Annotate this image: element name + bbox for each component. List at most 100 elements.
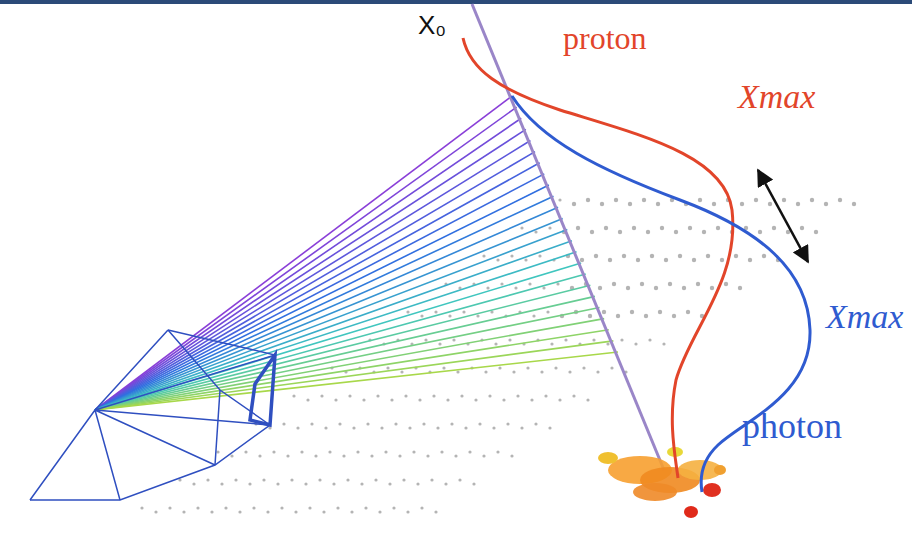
ground-dot bbox=[328, 450, 331, 453]
ground-dot bbox=[252, 506, 255, 509]
light-ray bbox=[95, 107, 517, 410]
ground-dot bbox=[610, 366, 613, 369]
ground-dot bbox=[498, 366, 501, 369]
ground-dot bbox=[720, 258, 724, 262]
ground-dot bbox=[782, 198, 786, 202]
light-ray bbox=[95, 218, 563, 410]
ground-dot bbox=[276, 482, 279, 485]
ground-dot bbox=[634, 342, 637, 345]
light-fan bbox=[95, 96, 618, 410]
ground-dot bbox=[554, 366, 557, 369]
ground-dot bbox=[416, 482, 419, 485]
ground-dot bbox=[426, 454, 429, 457]
ground-dot bbox=[524, 258, 527, 261]
ground-dot bbox=[350, 510, 353, 513]
ground-dot bbox=[686, 310, 690, 314]
ground-dot bbox=[342, 454, 345, 457]
ground-dot bbox=[430, 478, 433, 481]
ground-dot bbox=[286, 454, 289, 457]
ground-dot bbox=[612, 282, 616, 286]
ground-dot bbox=[458, 478, 461, 481]
xmax-difference-arrow bbox=[758, 170, 808, 262]
ground-dot bbox=[696, 282, 700, 286]
ground-dot bbox=[506, 422, 509, 425]
ground-dot bbox=[338, 422, 341, 425]
ground-dot bbox=[444, 482, 447, 485]
ground-dot bbox=[262, 478, 265, 481]
ground-dot bbox=[572, 202, 576, 206]
ground-dot bbox=[600, 202, 604, 206]
ground-dot bbox=[304, 482, 307, 485]
ground-dot bbox=[800, 226, 804, 230]
ground-dot bbox=[482, 454, 485, 457]
ground-dot bbox=[324, 426, 327, 429]
ground-dot bbox=[364, 506, 367, 509]
ground-dot bbox=[534, 422, 537, 425]
ground-dot bbox=[664, 258, 668, 262]
ground-dot bbox=[386, 366, 389, 369]
ground-dot bbox=[318, 478, 321, 481]
particle-label: proton bbox=[563, 22, 647, 54]
ground-dot bbox=[596, 370, 599, 373]
ground-dot bbox=[322, 510, 325, 513]
light-ray bbox=[95, 241, 572, 410]
ground-dot bbox=[474, 398, 477, 401]
ground-dot bbox=[334, 398, 337, 401]
ground-dot bbox=[636, 258, 640, 262]
ground-dot bbox=[352, 426, 355, 429]
ground-dot bbox=[672, 314, 676, 318]
ground-dot bbox=[448, 314, 451, 317]
ground-dot bbox=[258, 454, 261, 457]
light-ray bbox=[95, 330, 609, 410]
ground-dot bbox=[796, 202, 800, 206]
ground-dot bbox=[422, 422, 425, 425]
ground-dot bbox=[346, 478, 349, 481]
ground-dot bbox=[602, 310, 606, 314]
ground-dot bbox=[348, 394, 351, 397]
ground-dot bbox=[588, 314, 592, 318]
ground-dot bbox=[406, 510, 409, 513]
ground-dot bbox=[154, 510, 157, 513]
ground-dot bbox=[530, 398, 533, 401]
ground-dot bbox=[514, 286, 517, 289]
xmax-label: Xmax bbox=[826, 300, 903, 334]
ground-dot bbox=[482, 254, 485, 257]
light-ray bbox=[95, 196, 553, 410]
ground-dot bbox=[548, 226, 551, 229]
ground-dot bbox=[544, 394, 547, 397]
ground-dot bbox=[526, 366, 529, 369]
ground-dot bbox=[810, 198, 814, 202]
ground-dot bbox=[496, 450, 499, 453]
ground-dot bbox=[468, 450, 471, 453]
ground-dot bbox=[452, 338, 455, 341]
ground-dot bbox=[564, 338, 567, 341]
ground-dot bbox=[674, 230, 678, 234]
ground-dot bbox=[658, 310, 662, 314]
ground-dot bbox=[712, 202, 716, 206]
ground-dot bbox=[370, 454, 373, 457]
ground-dot bbox=[496, 258, 499, 261]
ground-dot bbox=[644, 314, 648, 318]
ground-dot bbox=[206, 478, 209, 481]
ground-dot bbox=[516, 394, 519, 397]
ground-dot bbox=[768, 202, 772, 206]
ground-dot bbox=[668, 282, 672, 286]
ground-dot bbox=[510, 454, 513, 457]
ground-dot bbox=[622, 254, 626, 258]
ground-dot bbox=[438, 342, 441, 345]
light-ray bbox=[95, 185, 549, 410]
light-ray bbox=[95, 285, 590, 410]
proton-profile bbox=[463, 38, 733, 478]
ground-dot bbox=[758, 230, 762, 234]
ground-dot bbox=[754, 198, 758, 202]
ground-dot bbox=[314, 454, 317, 457]
ground-dot bbox=[434, 310, 437, 313]
ground-dot bbox=[140, 506, 143, 509]
ground-dot bbox=[550, 342, 553, 345]
ground-dot bbox=[290, 478, 293, 481]
ground-dot bbox=[646, 230, 650, 234]
ground-dot bbox=[512, 370, 515, 373]
ground-dot bbox=[488, 394, 491, 397]
ground-dot bbox=[568, 370, 571, 373]
ground-dot bbox=[404, 394, 407, 397]
